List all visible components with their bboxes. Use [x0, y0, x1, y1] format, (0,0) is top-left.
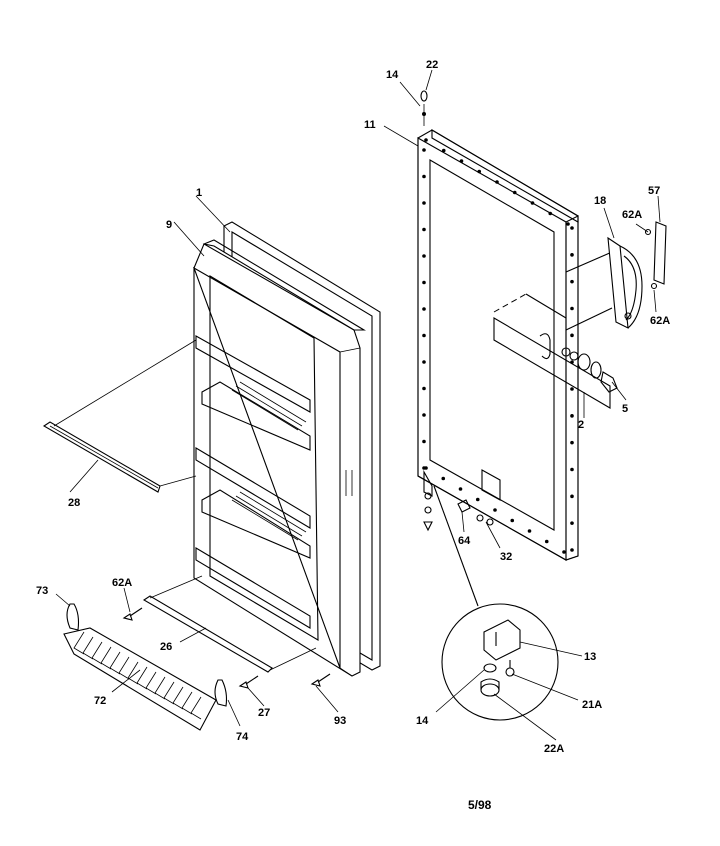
top-hinge-hardware [420, 90, 428, 126]
label-part-18: 18 [594, 195, 606, 207]
label-part-1: 1 [196, 187, 202, 199]
label-part-27: 27 [258, 707, 270, 719]
label-part-64: 64 [458, 535, 471, 547]
label-part-11: 11 [364, 119, 376, 131]
label-part-14-top: 14 [386, 69, 399, 81]
label-part-62a-left: 62A [112, 577, 132, 589]
label-part-28: 28 [68, 497, 80, 509]
screws [122, 607, 331, 689]
label-part-72: 72 [94, 695, 106, 707]
part-labels: 1 9 11 14 22 18 62A 57 62A 5 2 28 62A 73… [36, 59, 670, 755]
lower-bar [142, 575, 317, 673]
date-code: 5/98 [468, 798, 492, 812]
label-part-32: 32 [500, 551, 512, 563]
label-part-62a-handle-top: 62A [622, 209, 642, 221]
label-part-13: 13 [584, 651, 596, 663]
label-part-9: 9 [166, 219, 172, 231]
label-part-2: 2 [578, 419, 584, 431]
label-part-74: 74 [236, 731, 249, 743]
label-part-22: 22 [426, 59, 438, 71]
bottom-hardware [423, 469, 494, 607]
label-part-14-detail: 14 [416, 715, 429, 727]
label-part-21a: 21A [582, 699, 602, 711]
shelf-bar [42, 339, 197, 493]
bottom-hinge-cutout [481, 469, 501, 501]
hinge-detail-circle [441, 603, 559, 721]
lock-assembly-outline [493, 293, 618, 409]
leader-lines [55, 69, 661, 741]
label-part-73: 73 [36, 585, 48, 597]
wire-basket [63, 603, 228, 731]
outer-door-panel [417, 129, 579, 561]
inner-door-liner [192, 239, 366, 677]
label-part-62a-handle-bottom: 62A [650, 315, 670, 327]
label-part-5: 5 [622, 403, 628, 415]
label-part-93: 93 [334, 715, 346, 727]
label-part-26: 26 [160, 641, 172, 653]
door-handle [565, 221, 667, 331]
label-part-22a: 22A [544, 743, 564, 755]
label-part-57: 57 [648, 185, 660, 197]
